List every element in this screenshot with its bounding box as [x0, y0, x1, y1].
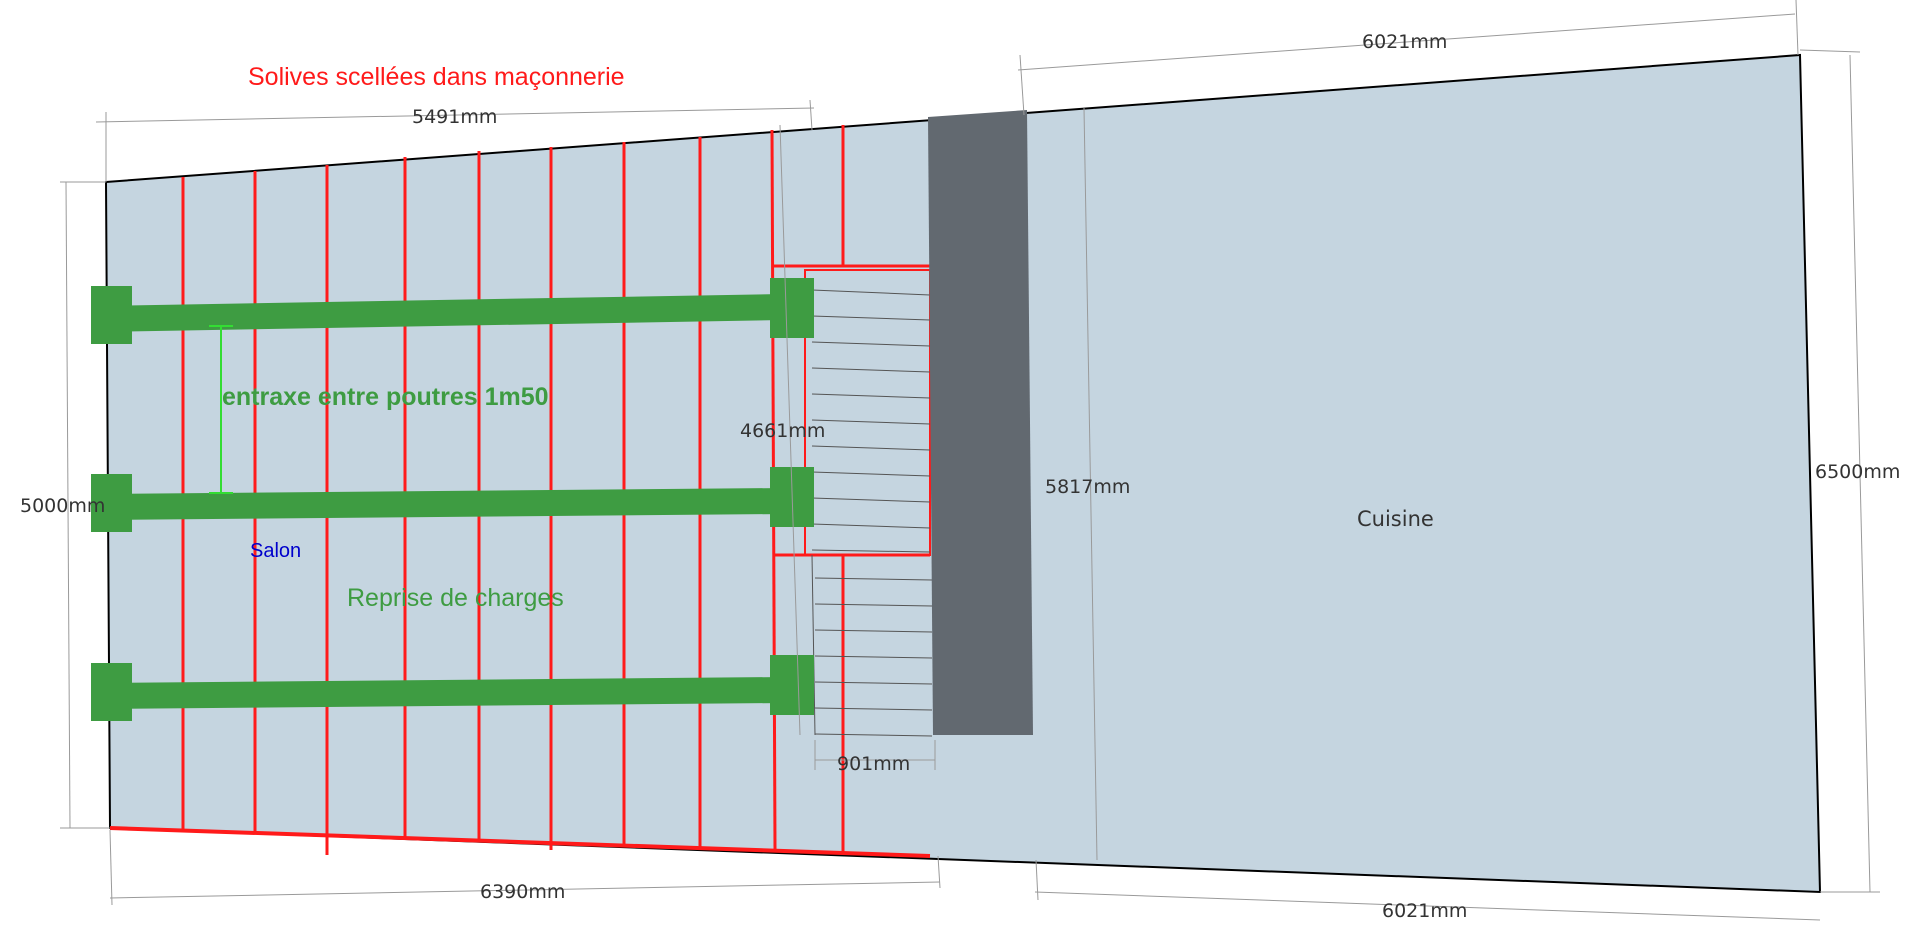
bottom-wall-joist-support — [109, 826, 931, 858]
beam-3-left-support — [91, 663, 132, 721]
dim-top-right: 6021mm — [1362, 31, 1447, 53]
dim-stair-height: 4661mm — [740, 420, 825, 442]
dim-partition: 5817mm — [1045, 476, 1130, 498]
load-bearing-wall — [928, 110, 1033, 735]
dim-bottom-left: 6390mm — [480, 881, 565, 903]
beam-2 — [99, 487, 791, 520]
room-label-salon: Salon — [250, 540, 301, 562]
beam-spacing-indicator — [209, 325, 233, 494]
beam-1-right-support — [770, 278, 814, 338]
beams — [91, 278, 814, 721]
stair-opening — [804, 269, 931, 556]
beam-3-right-support — [770, 655, 814, 715]
beam-1 — [99, 293, 791, 332]
dim-stair-width: 901mm — [837, 753, 910, 775]
beam-1-left-support — [91, 286, 132, 344]
dim-top-left: 5491mm — [412, 106, 497, 128]
beam-3 — [99, 676, 791, 709]
beam-spacing-note: entraxe entre poutres 1m50 — [222, 383, 549, 411]
staircase — [804, 269, 933, 737]
dim-right: 6500mm — [1815, 461, 1900, 483]
beam-2-left-support — [91, 474, 132, 532]
joists-note: Solives scellées dans maçonnerie — [248, 63, 625, 91]
dim-left: 5000mm — [20, 495, 105, 517]
dim-bottom-right: 6021mm — [1382, 900, 1467, 922]
room-label-cuisine: Cuisine — [1357, 507, 1434, 531]
load-transfer-note: Reprise de charges — [347, 584, 564, 612]
dimension-lines — [60, 0, 1880, 921]
